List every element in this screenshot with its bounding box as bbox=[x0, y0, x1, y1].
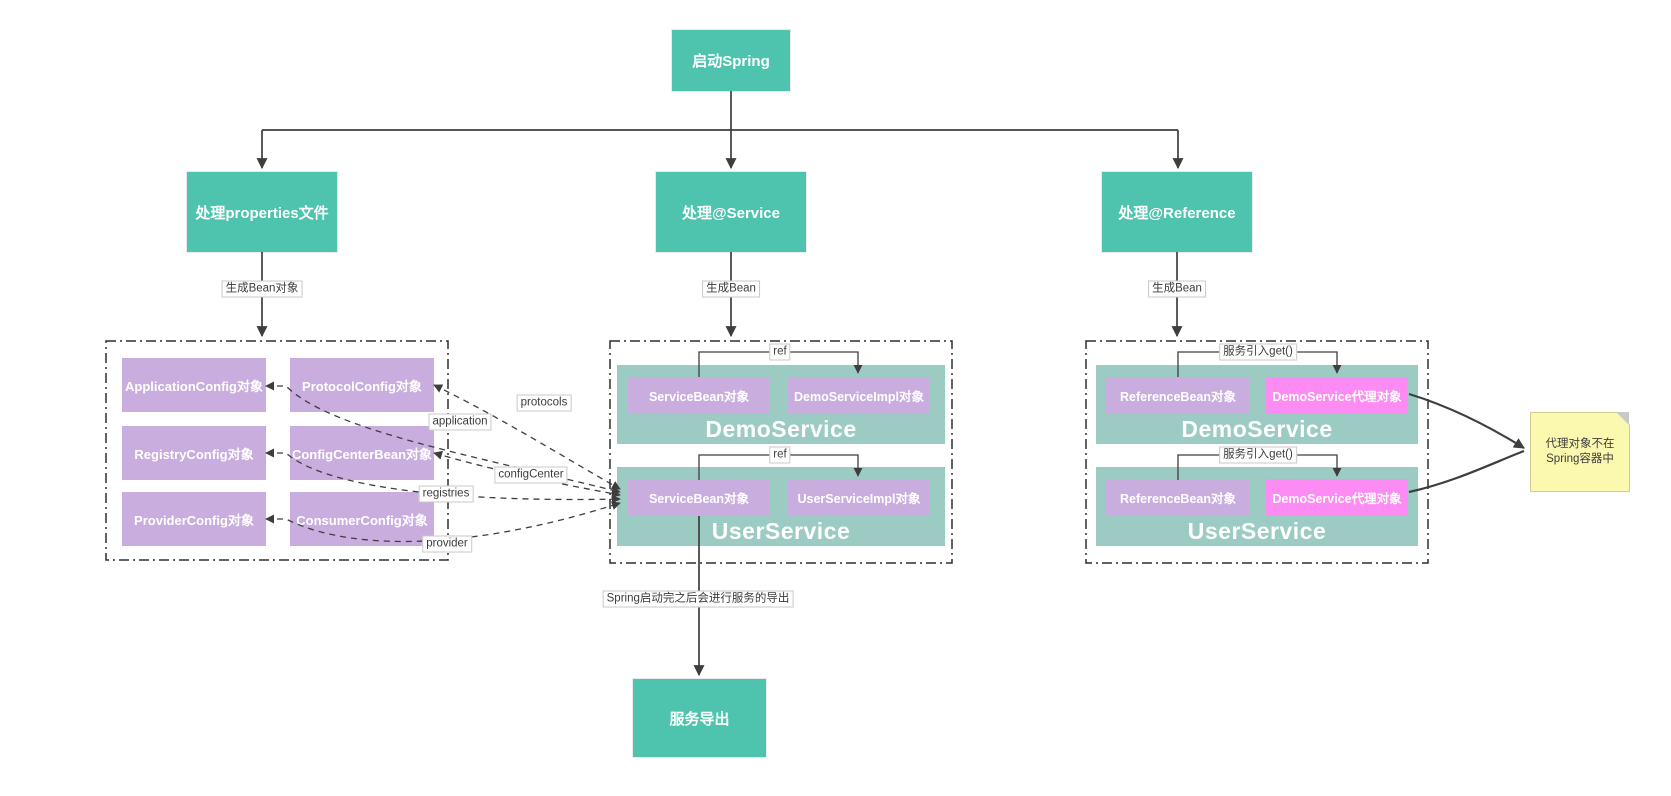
bean-referencebean-demo: ReferenceBean对象 bbox=[1106, 377, 1250, 414]
edge-label-generate-bean-service: 生成Bean bbox=[702, 280, 760, 298]
reference-group-userservice: ReferenceBean对象 DemoService代理对象 UserServ… bbox=[1096, 467, 1418, 546]
edge-label-service-get-user: 服务引入get() bbox=[1219, 446, 1297, 464]
config-box-registryconfig: RegistryConfig对象 bbox=[122, 426, 266, 480]
node-service-export: 服务导出 bbox=[633, 679, 766, 757]
reference-group-demoservice: ReferenceBean对象 DemoService代理对象 DemoServ… bbox=[1096, 365, 1418, 444]
node-handle-reference: 处理@Reference bbox=[1102, 172, 1252, 252]
edge-label-service-get-demo: 服务引入get() bbox=[1219, 343, 1297, 361]
edge-label-application: application bbox=[428, 413, 492, 431]
sticky-note-proxy-not-in-spring: 代理对象不在 Spring容器中 bbox=[1530, 412, 1630, 492]
bean-demoserviceimpl: DemoServiceImpl对象 bbox=[788, 377, 930, 414]
note-text-line2: Spring容器中 bbox=[1546, 453, 1614, 465]
config-box-applicationconfig: ApplicationConfig对象 bbox=[122, 358, 266, 412]
bean-userserviceimpl: UserServiceImpl对象 bbox=[788, 479, 930, 516]
edge-label-configcenter: configCenter bbox=[494, 466, 568, 484]
note-fold-corner-icon bbox=[1616, 412, 1629, 425]
service-group-title-user: UserService bbox=[711, 518, 851, 544]
service-group-title-demo: DemoService bbox=[705, 416, 857, 442]
config-box-configcenterbean: ConfigCenterBean对象 bbox=[290, 426, 434, 480]
config-box-protocolconfig: ProtocolConfig对象 bbox=[290, 358, 434, 412]
config-box-consumerconfig: ConsumerConfig对象 bbox=[290, 492, 434, 546]
service-group-demoservice: ServiceBean对象 DemoServiceImpl对象 DemoServ… bbox=[617, 365, 945, 444]
node-handle-properties: 处理properties文件 bbox=[187, 172, 337, 252]
edge-label-generate-bean-object: 生成Bean对象 bbox=[221, 280, 303, 298]
edge-label-ref-user: ref bbox=[769, 446, 791, 464]
note-text-line1: 代理对象不在 bbox=[1545, 438, 1615, 450]
bean-demoservice-proxy-user: DemoService代理对象 bbox=[1266, 479, 1408, 516]
bean-servicebean-demo: ServiceBean对象 bbox=[628, 377, 770, 414]
reference-group-title-demo: DemoService bbox=[1181, 416, 1333, 442]
edge-label-generate-bean-reference: 生成Bean bbox=[1148, 280, 1206, 298]
edge-label-ref-demo: ref bbox=[769, 343, 791, 361]
config-box-providerconfig: ProviderConfig对象 bbox=[122, 492, 266, 546]
bean-servicebean-user: ServiceBean对象 bbox=[628, 479, 770, 516]
edge-label-export-after-spring: Spring启动完之后会进行服务的导出 bbox=[602, 590, 794, 608]
reference-group-title-user: UserService bbox=[1187, 518, 1327, 544]
bean-demoservice-proxy-demo: DemoService代理对象 bbox=[1266, 377, 1408, 414]
edge-label-protocols: protocols bbox=[516, 394, 572, 412]
edge-label-registries: registries bbox=[418, 485, 474, 503]
node-start-spring: 启动Spring bbox=[672, 30, 790, 91]
node-handle-service: 处理@Service bbox=[656, 172, 806, 252]
service-group-userservice: ServiceBean对象 UserServiceImpl对象 UserServ… bbox=[617, 467, 945, 546]
bean-referencebean-user: ReferenceBean对象 bbox=[1106, 479, 1250, 516]
edge-label-provider: provider bbox=[422, 535, 472, 553]
